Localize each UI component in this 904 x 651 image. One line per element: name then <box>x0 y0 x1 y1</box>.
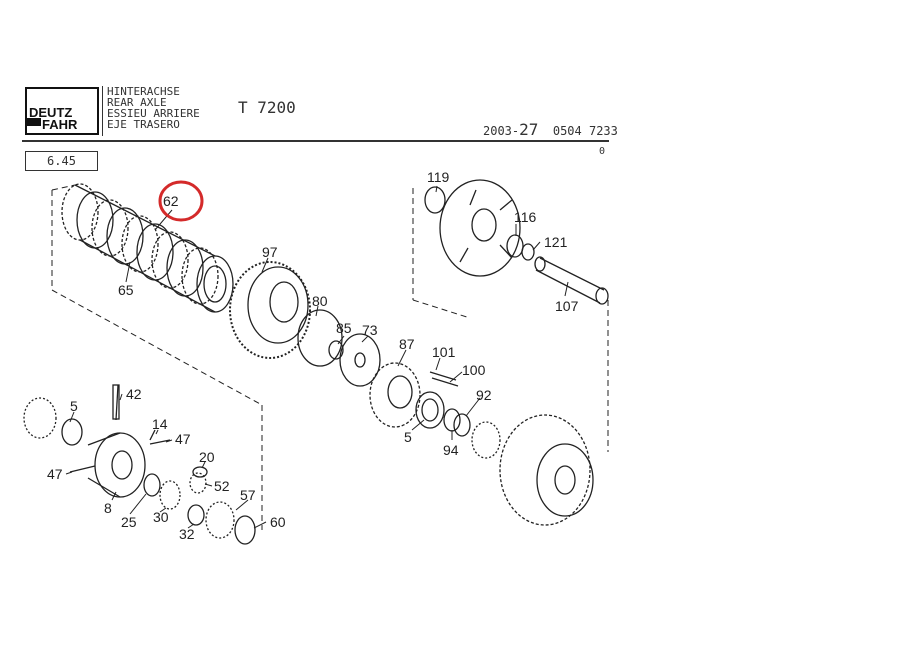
hub-group-frame <box>412 188 609 452</box>
pin-14 <box>149 429 156 441</box>
callout-25: 25 <box>121 514 137 530</box>
callout-60: 60 <box>270 514 286 530</box>
deutz-fahr-logo: DEUTZ FAHR <box>25 87 99 135</box>
callout-97: 97 <box>262 244 278 260</box>
callout-8: 8 <box>104 500 112 516</box>
title-es: EJE TRASERO <box>107 118 180 131</box>
clutch-group-frame <box>51 184 263 530</box>
highlight-circle-62 <box>158 180 204 222</box>
ring-94 <box>443 408 461 432</box>
title-fr: ESSIEU ARRIERE <box>107 107 200 120</box>
date-prefix: 2003- <box>483 124 520 138</box>
hub-flange <box>439 179 521 277</box>
date-part-line: 2003-27 0504 7233 <box>483 120 618 139</box>
callout-5-left: 5 <box>70 398 78 414</box>
callout-107: 107 <box>555 298 579 314</box>
part-number: 0504 7233 <box>552 124 618 138</box>
pin-42-body <box>112 384 120 420</box>
callout-47-right: 47 <box>175 431 191 447</box>
ring-gear-97 <box>229 261 311 359</box>
callout-57: 57 <box>240 487 256 503</box>
planet-carrier-right <box>471 414 594 526</box>
gear-57 <box>205 501 235 539</box>
callout-14: 14 <box>152 416 168 432</box>
header-rule <box>22 140 609 142</box>
washer-20 <box>192 466 208 478</box>
pin-42 <box>115 384 119 421</box>
callout-30: 30 <box>153 509 169 525</box>
pin-32 <box>187 504 205 526</box>
clutch-disc-pack <box>61 183 234 313</box>
seal-119 <box>424 186 446 214</box>
callout-87: 87 <box>399 336 415 352</box>
pin-47-left <box>69 465 96 473</box>
callout-62: 62 <box>163 193 179 209</box>
date-week: 27 <box>519 120 539 139</box>
callout-47-left: 47 <box>47 466 63 482</box>
callout-73: 73 <box>362 322 378 338</box>
logo-text-deutz: DEUTZ <box>29 105 73 120</box>
ring-80 <box>297 309 343 367</box>
pin-101 <box>429 371 457 381</box>
shaft-107 <box>534 256 609 305</box>
washer-73 <box>339 333 381 387</box>
ring-85 <box>328 340 344 360</box>
pin-47-right <box>149 439 171 445</box>
callout-92: 92 <box>476 387 492 403</box>
ring-92 <box>453 413 471 437</box>
title-de: HINTERACHSE <box>107 85 180 98</box>
model-label: T 7200 <box>238 98 296 117</box>
callout-94: 94 <box>443 442 459 458</box>
callout-5-right: 5 <box>404 429 412 445</box>
callout-65: 65 <box>118 282 134 298</box>
revision-number: 0 <box>599 146 606 157</box>
callout-121: 121 <box>544 234 568 250</box>
ring-25 <box>143 473 161 497</box>
gear-52 <box>189 472 207 494</box>
callout-20: 20 <box>199 449 215 465</box>
callout-42: 42 <box>126 386 142 402</box>
title-en: REAR AXLE <box>107 96 167 109</box>
ring-60 <box>234 515 256 545</box>
bearing-5-left <box>23 397 83 446</box>
logo-text-fahr: FAHR <box>42 117 78 132</box>
callout-52: 52 <box>214 478 230 494</box>
diff-housing-8 <box>87 432 146 498</box>
callout-119: 119 <box>427 169 450 185</box>
callout-101: 101 <box>432 344 456 360</box>
bearing-5-right <box>415 391 445 429</box>
header-divider <box>102 86 103 136</box>
bearing-116 <box>506 234 524 258</box>
callout-80: 80 <box>312 293 328 309</box>
housing-87 <box>369 362 421 428</box>
pin-100 <box>431 377 459 387</box>
section-number-box: 6.45 <box>25 151 98 171</box>
logo-bar <box>27 118 41 126</box>
callout-116: 116 <box>514 209 537 225</box>
gear-30 <box>159 480 181 510</box>
callout-85: 85 <box>336 320 352 336</box>
ring-121 <box>521 243 535 261</box>
callout-100: 100 <box>462 362 486 378</box>
callout-32: 32 <box>179 526 195 542</box>
